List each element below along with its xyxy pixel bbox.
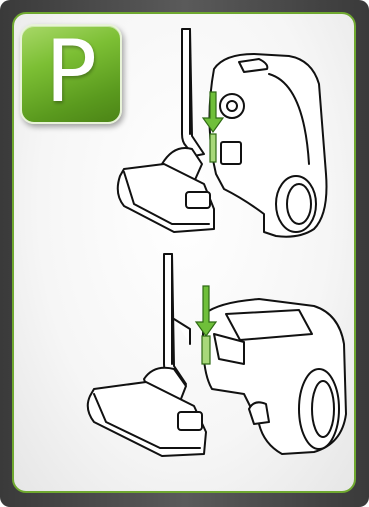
floor-nozzle-icon (118, 148, 214, 232)
floor-nozzle-lower-icon (88, 368, 206, 456)
vacuum-tube-icon (182, 29, 204, 156)
vacuum-body-icon (209, 54, 326, 237)
instruction-panel: P (12, 12, 356, 493)
compact-vacuum-body-icon (203, 299, 346, 454)
vacuum-tube-lower-icon (164, 254, 190, 386)
vacuum-bag-model-illustration (14, 14, 356, 493)
